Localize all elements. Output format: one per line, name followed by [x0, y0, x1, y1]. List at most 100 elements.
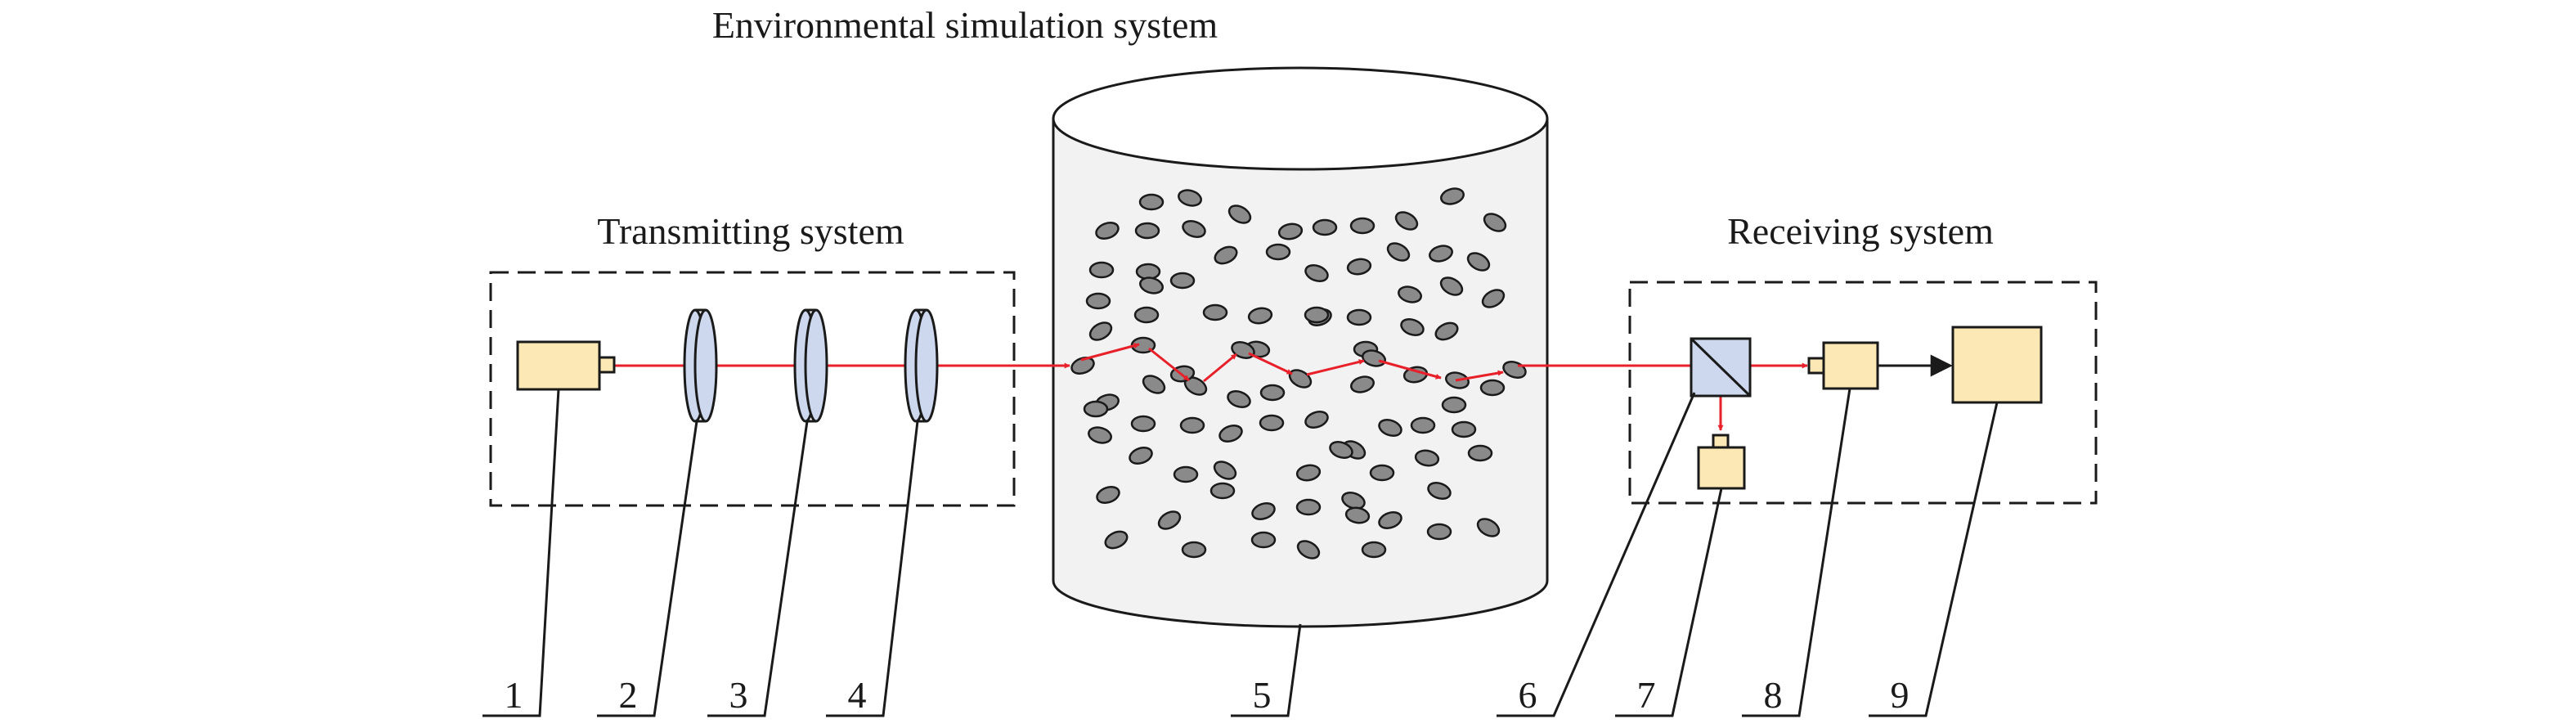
particle — [1346, 258, 1372, 276]
particle — [1394, 211, 1419, 231]
callout-7: 7 — [1637, 674, 1656, 716]
particle — [1133, 306, 1160, 324]
particle — [1398, 285, 1422, 303]
particle — [1085, 292, 1111, 310]
receiving-system-box — [1628, 281, 2098, 505]
callout-4: 4 — [848, 674, 867, 716]
particle — [1169, 272, 1196, 290]
detector-signal — [1807, 341, 1879, 390]
particle — [1134, 222, 1160, 240]
particle — [1104, 530, 1129, 550]
particle — [1259, 384, 1286, 402]
particle — [1251, 502, 1276, 520]
particle — [1088, 321, 1113, 341]
particle — [1467, 444, 1493, 462]
particle — [1214, 245, 1238, 265]
particle — [1173, 465, 1199, 483]
particle — [1202, 303, 1228, 321]
detector-reference — [1697, 434, 1746, 490]
scattering-path — [1080, 343, 1504, 383]
particle — [1427, 482, 1452, 500]
particle — [1247, 307, 1273, 325]
particle — [1182, 220, 1206, 238]
particle — [1479, 379, 1506, 397]
callout-5: 5 — [1253, 674, 1272, 716]
particle — [1295, 498, 1322, 516]
particle — [1378, 511, 1402, 529]
particle — [1088, 426, 1112, 444]
particle — [1139, 276, 1164, 294]
particle — [1341, 492, 1366, 510]
beam-splitter — [1690, 337, 1752, 398]
particle — [1209, 482, 1236, 500]
particle — [1483, 213, 1507, 232]
transmitting-title: Transmitting system — [597, 210, 904, 252]
processing-unit — [1951, 326, 2043, 404]
particle — [1304, 411, 1329, 429]
particle — [1295, 464, 1322, 482]
environment-title: Environmental simulation system — [712, 4, 1218, 46]
particle — [1378, 419, 1402, 437]
particle — [1402, 366, 1429, 384]
particle — [1350, 375, 1375, 393]
lens-2 — [793, 308, 828, 423]
particle — [1138, 193, 1165, 211]
lens-3 — [904, 308, 939, 423]
particle — [1476, 518, 1501, 537]
particle — [1439, 276, 1464, 296]
particle — [1179, 416, 1205, 434]
particle — [1400, 318, 1425, 336]
callout-2: 2 — [619, 674, 638, 716]
particle — [1346, 308, 1372, 326]
callout-8: 8 — [1764, 674, 1783, 716]
particle — [1434, 321, 1459, 341]
laser-source — [516, 340, 616, 391]
particle — [1481, 289, 1506, 308]
receiving-title: Receiving system — [1727, 210, 1994, 252]
particle — [1227, 390, 1251, 408]
particle — [1250, 531, 1277, 549]
callout-6: 6 — [1519, 674, 1537, 716]
particle — [1441, 396, 1467, 414]
particle — [1157, 510, 1182, 530]
particle — [1369, 464, 1395, 482]
particle — [1386, 242, 1411, 262]
particle — [1265, 243, 1291, 261]
particle — [1277, 222, 1304, 240]
particle — [1083, 400, 1109, 418]
particle — [1259, 414, 1285, 432]
particle — [1181, 541, 1207, 559]
particle — [1429, 245, 1453, 263]
particle — [1296, 540, 1321, 559]
particle — [1414, 449, 1440, 467]
particle — [1135, 263, 1161, 281]
particle — [1096, 486, 1120, 504]
callout-1: 1 — [505, 674, 523, 716]
particle — [1329, 441, 1353, 459]
callout-9: 9 — [1891, 674, 1910, 716]
callout-leaders — [482, 388, 1999, 717]
particle — [1213, 461, 1237, 480]
particle — [1088, 261, 1115, 279]
particle — [1070, 357, 1095, 375]
particle — [1304, 264, 1329, 282]
particle — [1095, 222, 1120, 240]
particle — [1178, 189, 1202, 207]
particle — [1440, 187, 1465, 205]
particle — [1218, 425, 1243, 443]
particle — [1129, 447, 1153, 465]
particle — [1361, 541, 1387, 559]
particle — [1304, 306, 1330, 324]
lens-1 — [683, 308, 718, 423]
particle — [1426, 523, 1452, 541]
particle — [1227, 204, 1252, 224]
particle — [1142, 375, 1166, 394]
particle — [1344, 506, 1371, 524]
particle — [1410, 416, 1436, 434]
callout-3: 3 — [729, 674, 748, 716]
particle — [1312, 218, 1338, 236]
particle — [1349, 217, 1376, 235]
particle — [1130, 415, 1156, 433]
particle — [1466, 252, 1491, 272]
